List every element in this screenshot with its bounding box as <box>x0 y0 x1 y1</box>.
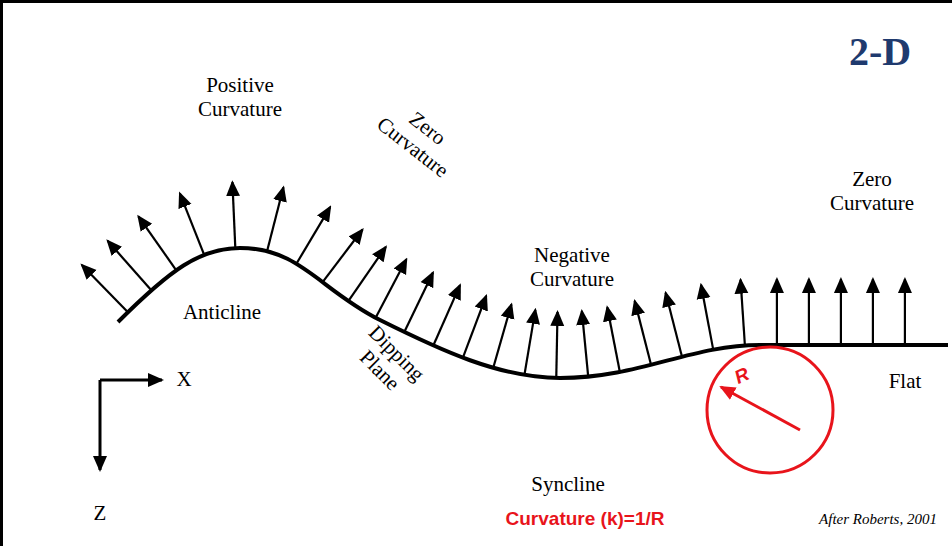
normal-arrow <box>348 247 386 301</box>
z-axis-arrow <box>99 380 102 470</box>
circle-outline <box>705 345 835 475</box>
normal-arrow <box>776 279 778 345</box>
curvature-label: Negative Curvature <box>512 244 632 291</box>
normal-arrow <box>904 279 906 345</box>
formula-label: Curvature (k)=1/R <box>506 508 665 529</box>
fold-label: Syncline <box>531 473 605 497</box>
normal-arrow <box>376 259 407 317</box>
normal-arrow <box>607 307 620 372</box>
frame-edge <box>0 0 3 546</box>
curvature-label: Positive Curvature <box>180 74 300 121</box>
axis-label: Z <box>94 502 107 526</box>
source-caption: After Roberts, 2001 <box>819 511 937 528</box>
normal-arrow <box>433 285 460 345</box>
normal-arrow <box>108 241 152 290</box>
normal-arrow <box>463 296 486 358</box>
normal-arrow <box>582 311 588 377</box>
title: 2-D <box>849 30 911 75</box>
curvature-label: Zero Curvature <box>817 168 927 215</box>
curvature-label: Zero Curvature <box>366 89 474 188</box>
normal-arrow <box>741 280 745 346</box>
radius-arrow <box>721 387 800 430</box>
frame-edge <box>0 0 952 3</box>
normal-arrow <box>323 230 363 283</box>
normal-arrow <box>138 216 176 270</box>
normal-arrow <box>635 301 651 365</box>
fold-label: Anticline <box>183 301 261 325</box>
normal-arrow <box>808 279 810 345</box>
osculating-circle: R <box>705 345 835 475</box>
normal-arrow <box>404 273 433 332</box>
normal-arrow <box>701 285 713 350</box>
axis-label: X <box>176 368 191 392</box>
normal-arrow <box>666 293 682 357</box>
fold-label: Flat <box>889 370 922 394</box>
normal-arrow <box>232 182 235 248</box>
normal-arrow <box>840 279 842 345</box>
normal-arrow <box>872 279 874 345</box>
normal-arrow <box>524 310 535 375</box>
normal-arrow <box>493 304 511 367</box>
normal-arrow <box>180 193 204 254</box>
x-axis-arrow <box>100 379 162 382</box>
normal-arrow <box>296 207 330 264</box>
circle-outline <box>707 347 833 473</box>
radius-label: R <box>731 363 753 389</box>
normal-arrow <box>267 187 283 251</box>
fold-label: Dipping Plane <box>343 317 433 407</box>
normal-arrow <box>82 265 128 312</box>
normal-arrow <box>556 312 557 378</box>
